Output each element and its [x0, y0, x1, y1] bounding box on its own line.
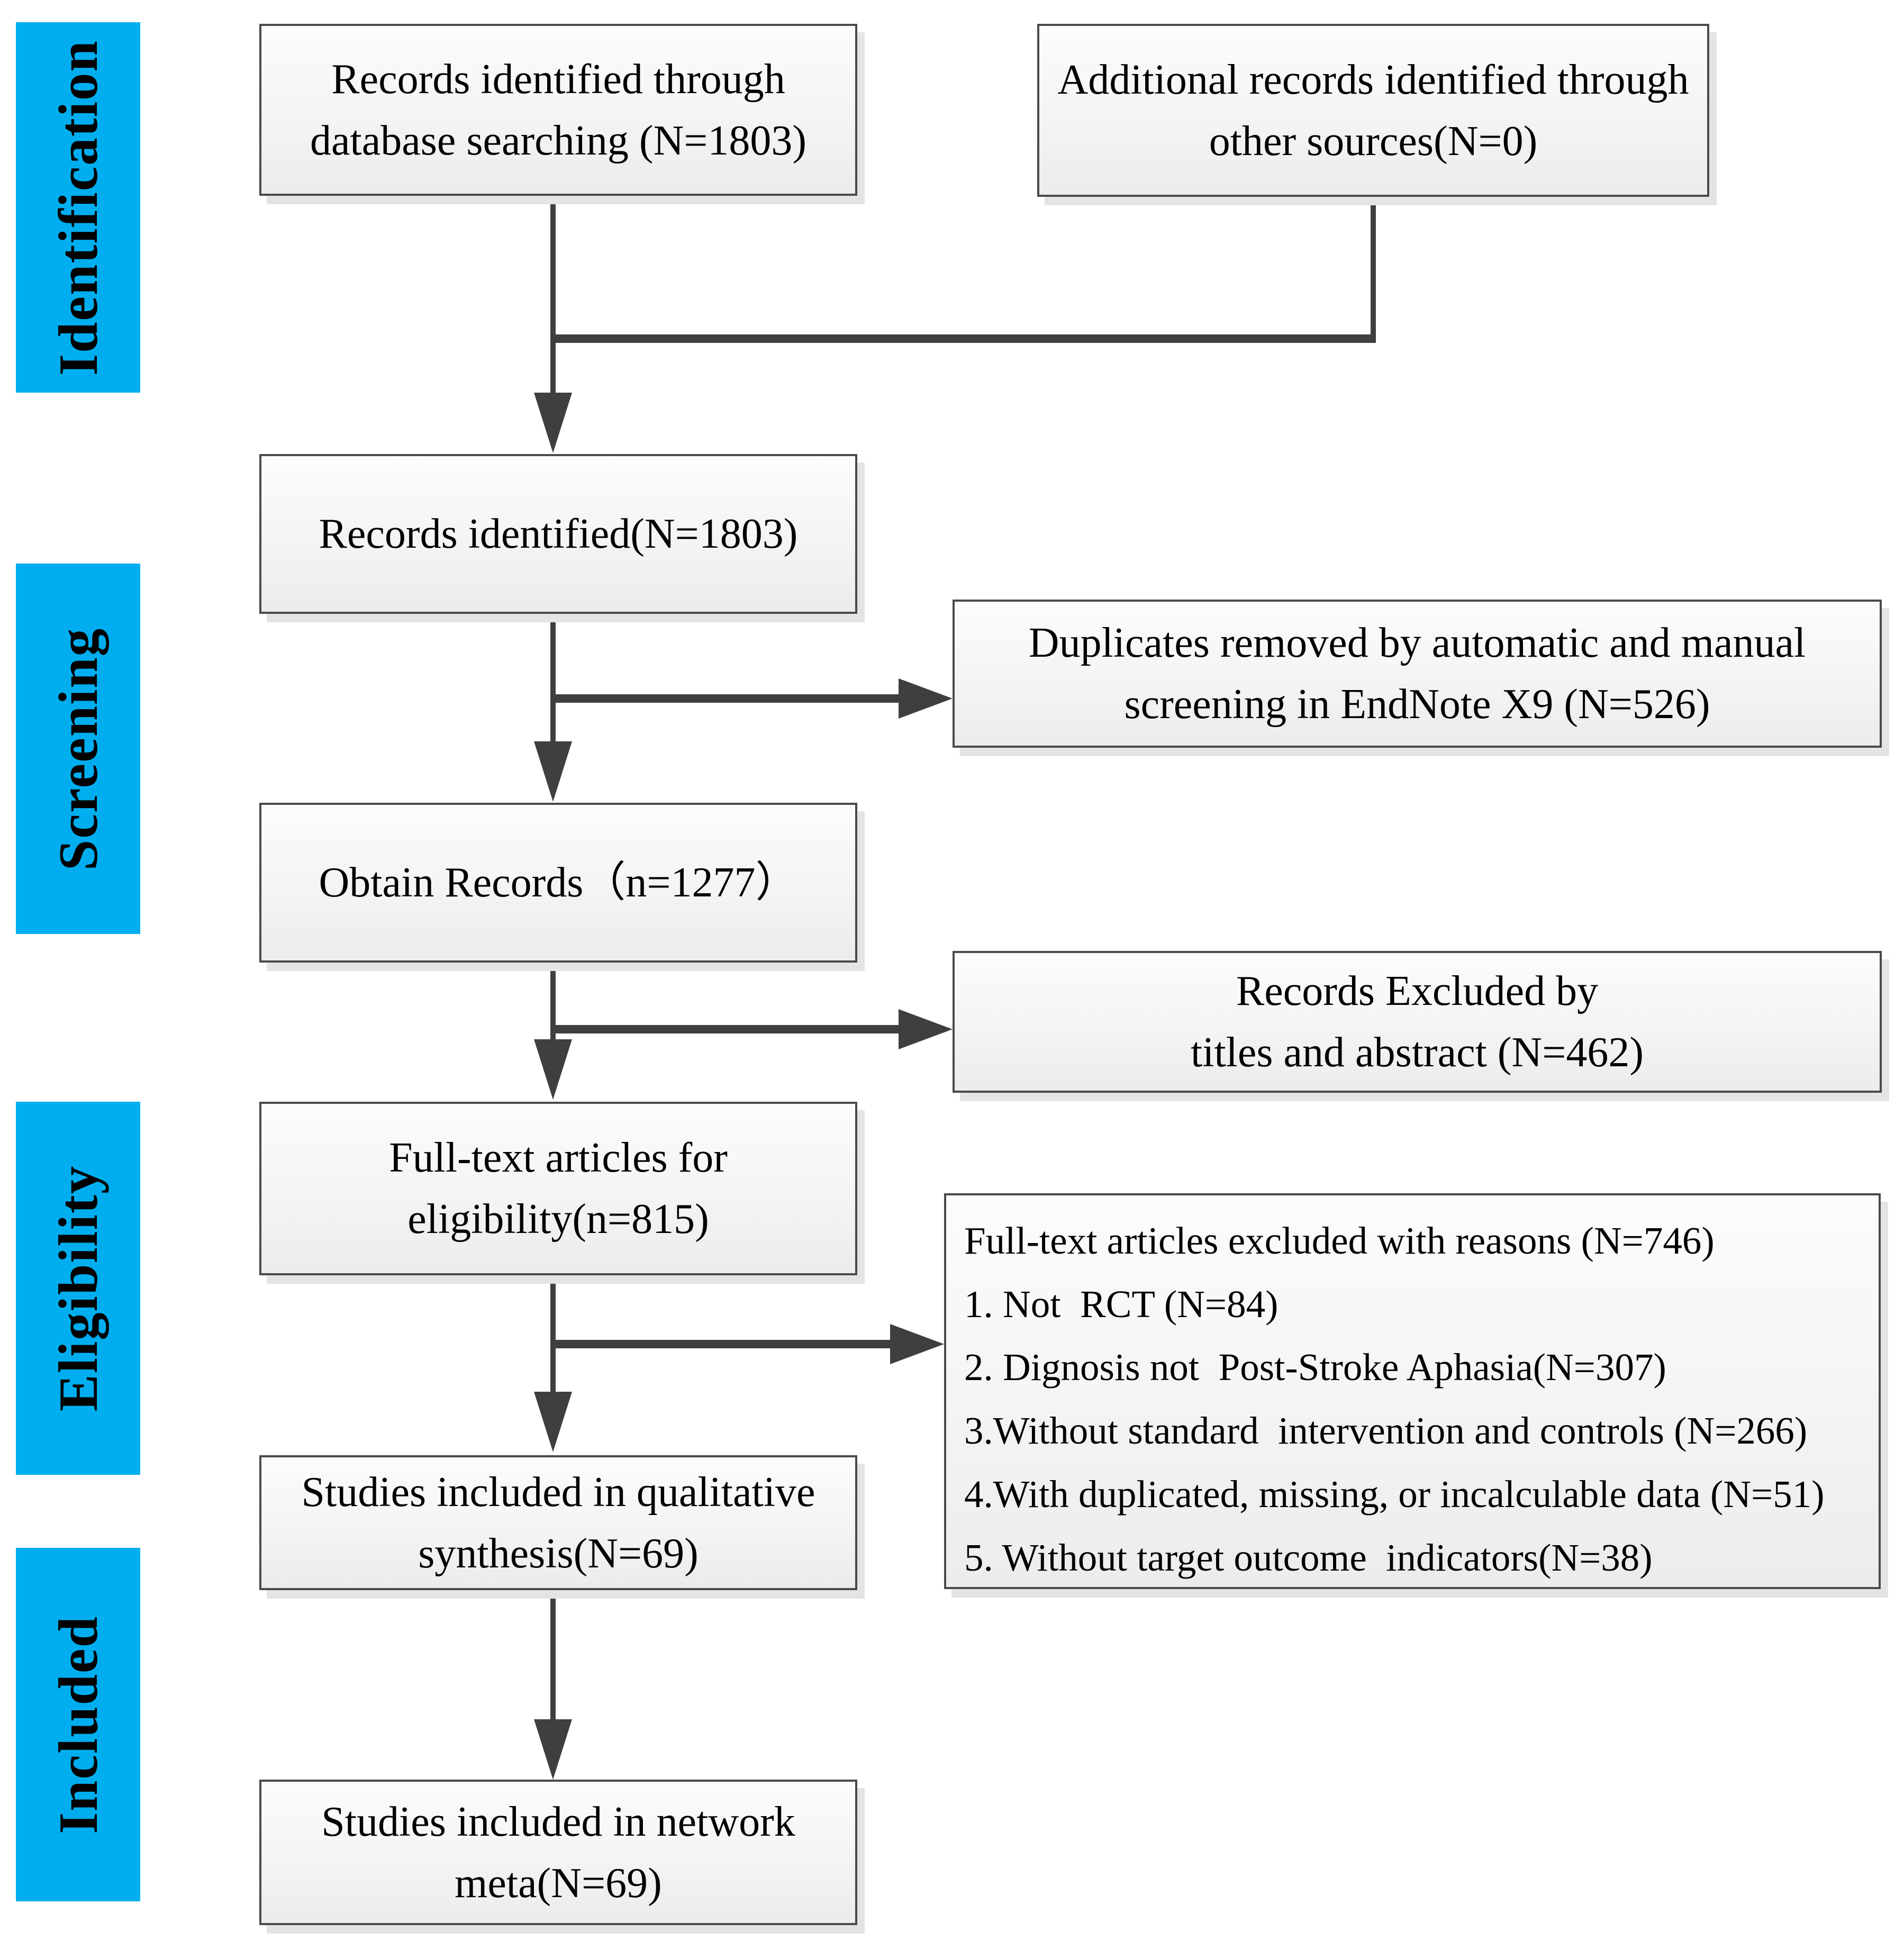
- box-text: Obtain Records（n=1277）: [319, 859, 798, 906]
- connector-line: [550, 1275, 556, 1397]
- box-text: Studies included in qualitative synthesi…: [301, 1468, 815, 1577]
- box-network-meta: Studies included in network meta(N=69): [259, 1780, 857, 1925]
- box-text: Studies included in network meta(N=69): [321, 1798, 795, 1907]
- stage-label-identification: Identification: [47, 39, 109, 376]
- stage-label-eligibility: Eligibility: [47, 1165, 109, 1412]
- arrow-right-icon: [890, 1324, 944, 1364]
- arrow-down-icon: [534, 1039, 572, 1100]
- arrow-down-icon: [534, 1719, 572, 1780]
- stage-label-screening: Screening: [47, 627, 110, 870]
- box-text: Full-text articles for eligibility(n=815…: [389, 1135, 728, 1242]
- connector-line: [550, 196, 556, 398]
- arrow-down-icon: [534, 393, 572, 453]
- stage-band-screening: Screening: [16, 564, 140, 934]
- excluded-reason-item: 3.Without standard intervention and cont…: [964, 1409, 1808, 1453]
- excluded-reason-item: 4.With duplicated, missing, or incalcula…: [964, 1472, 1825, 1516]
- stage-label-included: Included: [47, 1615, 110, 1834]
- box-text: Records Excluded by titles and abstract …: [1191, 968, 1644, 1076]
- connector-line: [550, 1590, 556, 1725]
- connector-line: [550, 1025, 901, 1033]
- stage-band-identification: Identification: [16, 22, 140, 393]
- arrow-right-icon: [899, 1009, 953, 1049]
- box-qualitative-synthesis: Studies included in qualitative synthesi…: [259, 1455, 857, 1590]
- excluded-reason-item: 2. Dignosis not Post-Stroke Aphasia(N=30…: [964, 1346, 1666, 1389]
- box-records-identified: Records identified(N=1803): [259, 454, 857, 614]
- stage-band-included: Included: [16, 1548, 140, 1901]
- connector-line: [550, 694, 901, 703]
- box-records-excluded: Records Excluded by titles and abstract …: [953, 951, 1882, 1093]
- connector-line: [550, 614, 556, 747]
- box-records-identified-database: Records identified through database sear…: [259, 24, 857, 196]
- excluded-reason-item: 1. Not RCT (N=84): [964, 1282, 1279, 1326]
- box-obtain-records: Obtain Records（n=1277）: [259, 803, 857, 963]
- arrow-down-icon: [534, 1392, 572, 1452]
- connector-line: [550, 334, 1376, 343]
- connector-line: [550, 1340, 892, 1348]
- spacer: [946, 1195, 1879, 1209]
- box-text: Additional records identified through ot…: [1057, 56, 1689, 165]
- box-text: Duplicates removed by automatic and manu…: [1028, 620, 1806, 728]
- arrow-down-icon: [534, 741, 572, 802]
- arrow-right-icon: [899, 678, 953, 719]
- box-text: Records identified through database sear…: [310, 56, 807, 164]
- box-fulltext-eligibility: Full-text articles for eligibility(n=815…: [259, 1102, 857, 1275]
- box-additional-records: Additional records identified through ot…: [1037, 24, 1709, 197]
- box-duplicates-removed: Duplicates removed by automatic and manu…: [953, 600, 1882, 748]
- connector-line: [550, 963, 556, 1045]
- box-fulltext-excluded-reasons: Full-text articles excluded with reasons…: [944, 1193, 1881, 1589]
- stage-band-eligibility: Eligibility: [16, 1102, 140, 1475]
- connector-line: [1371, 197, 1376, 343]
- excluded-reason-item: 5. Without target outcome indicators(N=3…: [964, 1536, 1653, 1579]
- excluded-reasons-title: Full-text articles excluded with reasons…: [964, 1219, 1715, 1262]
- box-text: Records identified(N=1803): [319, 511, 798, 557]
